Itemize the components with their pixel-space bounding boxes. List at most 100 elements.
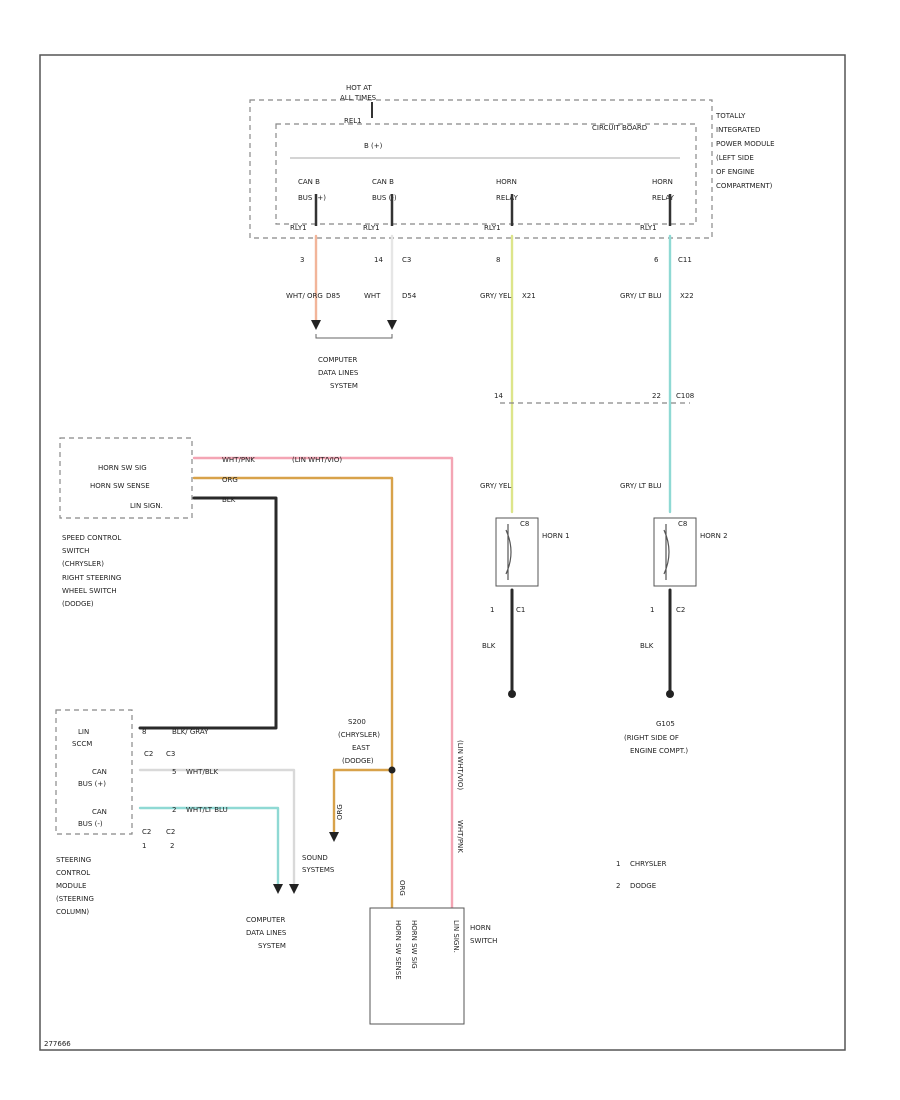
horn-2: GRY/ LT BLU C8 HORN 2 1 C2 BLK bbox=[620, 482, 728, 698]
pin-number: 8 bbox=[496, 256, 500, 264]
ground-desc: ENGINE COMPT.) bbox=[630, 747, 688, 755]
hot-at-label-2: ALL TIMES bbox=[340, 94, 377, 102]
ground-name: G105 bbox=[656, 720, 675, 728]
switch-label: (DODGE) bbox=[62, 600, 94, 608]
sound-label: SOUND bbox=[302, 854, 328, 862]
wire-color-label: WHT/BLK bbox=[186, 768, 219, 776]
relay-sub: RELAY bbox=[496, 194, 519, 202]
arrow-down-icon bbox=[289, 884, 299, 894]
pin-number: 1 bbox=[490, 606, 494, 614]
wire-color-label: ORG bbox=[336, 804, 344, 820]
figure-id: 277666 bbox=[44, 1040, 71, 1048]
computer-data-label: DATA LINES bbox=[318, 369, 359, 377]
horn-switch-pin: HORN SW SIG bbox=[410, 920, 418, 969]
wire-color-label: WHT bbox=[364, 292, 381, 300]
pin-number: 2 bbox=[172, 806, 176, 814]
computer-data-label: COMPUTER bbox=[318, 356, 357, 364]
circuit-label: X21 bbox=[522, 292, 536, 300]
fuse-ref: REL1 bbox=[344, 117, 362, 125]
relay-tag: RLY1 bbox=[484, 224, 501, 232]
switch-label: (CHRYSLER) bbox=[62, 560, 104, 568]
horn-1: GRY/ YEL C8 HORN 1 1 C1 BLK bbox=[480, 482, 570, 698]
legend-num: 1 bbox=[616, 860, 620, 868]
pin-label: LIN bbox=[78, 728, 89, 736]
switch-label: WHEEL SWITCH bbox=[62, 587, 117, 595]
pin-number: 14 bbox=[374, 256, 383, 264]
circuit-label: D54 bbox=[402, 292, 417, 300]
relay-sub: BUS (-) bbox=[372, 194, 397, 202]
scm-label: MODULE bbox=[56, 882, 86, 890]
horn-switch: HORN SW SENSE HORN SW SIG LIN SIGN. HORN… bbox=[369, 907, 497, 1025]
computer-data-label: DATA LINES bbox=[246, 929, 287, 937]
pin-label: CAN bbox=[92, 768, 107, 776]
pin-label: BUS (+) bbox=[78, 780, 106, 788]
pdm-label: TOTALLY INTEGRATED POWER MODULE (LEFT SI… bbox=[715, 112, 775, 190]
switch-label: SPEED CONTROL bbox=[62, 534, 121, 542]
pin-number: 5 bbox=[172, 768, 176, 776]
scm-label: CONTROL bbox=[56, 869, 90, 877]
wire-color-label: BLK bbox=[640, 642, 654, 650]
wire-color-label: BLK bbox=[482, 642, 496, 650]
sound-label: SYSTEMS bbox=[302, 866, 335, 874]
relay-tag: RLY1 bbox=[640, 224, 657, 232]
scm-label: STEERING bbox=[56, 856, 91, 864]
pdm-label-line: TOTALLY bbox=[715, 112, 746, 120]
legend-text: DODGE bbox=[630, 882, 656, 890]
horn-name: HORN 1 bbox=[542, 532, 570, 540]
note-number: 2 bbox=[170, 842, 174, 850]
pin-number: 8 bbox=[142, 728, 146, 736]
speed-control-switch: HORN SW SIG HORN SW SENSE LIN SIGN. SPEE… bbox=[59, 437, 193, 608]
power-module: HOT AT ALL TIMES REL1 CIRCUIT BOARD B (+… bbox=[249, 84, 775, 239]
arrow-down-icon bbox=[273, 884, 283, 894]
relay-name: CAN B bbox=[298, 178, 320, 186]
pin-label: BUS (-) bbox=[78, 820, 103, 828]
pin-number: 22 bbox=[652, 392, 661, 400]
wire-splice-branch bbox=[332, 768, 394, 834]
horn-icon bbox=[663, 524, 670, 580]
relay-can-b-minus: CAN B BUS (-) RLY1 bbox=[363, 178, 397, 232]
pin-number: 14 bbox=[494, 392, 503, 400]
wire-can-plus bbox=[138, 768, 296, 886]
wire-color-label: BLK/ GRAY bbox=[172, 728, 209, 736]
relay-can-b-plus: CAN B BUS (+) RLY1 bbox=[290, 178, 326, 232]
wire-orange bbox=[192, 476, 394, 910]
connector-id: C2 bbox=[676, 606, 685, 614]
bracket bbox=[315, 334, 393, 339]
connector-id: C8 bbox=[678, 520, 687, 528]
ground-desc: (RIGHT SIDE OF bbox=[624, 734, 679, 742]
wire-color-label: GRY/ YEL bbox=[480, 482, 511, 490]
wire-color-label: ORG bbox=[222, 476, 238, 484]
bplus-label: B (+) bbox=[364, 142, 383, 150]
connector-id: C108 bbox=[676, 392, 694, 400]
arrow-down-icon bbox=[329, 832, 339, 842]
connector-id: C11 bbox=[678, 256, 692, 264]
relay-horn-2: HORN RELAY RLY1 bbox=[640, 178, 675, 232]
relay-horn-1: HORN RELAY RLY1 bbox=[484, 178, 519, 232]
splice-label: S200 bbox=[348, 718, 366, 726]
connector-id: C3 bbox=[166, 750, 175, 758]
legend: 1 CHRYSLER 2 DODGE bbox=[616, 860, 667, 890]
circuit-label: D85 bbox=[326, 292, 340, 300]
horn-switch-box bbox=[369, 907, 465, 1025]
wire-color-label: (LIN WHT/VIO) bbox=[456, 740, 464, 790]
relay-sub: BUS (+) bbox=[298, 194, 326, 202]
wire-color-label: ORG bbox=[398, 880, 406, 896]
wire-color-label: WHT/LT BLU bbox=[186, 806, 228, 814]
computer-data-label: SYSTEM bbox=[258, 942, 286, 950]
switch-label: RIGHT STEERING bbox=[62, 574, 121, 582]
splice-label: EAST bbox=[352, 744, 371, 752]
power-module-outline bbox=[249, 99, 713, 239]
connector-id: C2 bbox=[142, 828, 151, 836]
diagram-frame bbox=[39, 54, 846, 1051]
circuit-board-outline bbox=[275, 123, 697, 225]
relay-name: HORN bbox=[652, 178, 673, 186]
speed-switch-outline bbox=[59, 437, 193, 519]
switch-wires: WHT/PNK (LIN WHT/VIO) ORG BLK bbox=[138, 456, 454, 910]
relay-name: CAN B bbox=[372, 178, 394, 186]
ground-icon bbox=[666, 690, 674, 698]
relay-tag: RLY1 bbox=[363, 224, 380, 232]
wire-color-label: (LIN WHT/VIO) bbox=[292, 456, 342, 464]
wire-can-minus bbox=[138, 806, 280, 886]
computer-data-label: COMPUTER bbox=[246, 916, 285, 924]
